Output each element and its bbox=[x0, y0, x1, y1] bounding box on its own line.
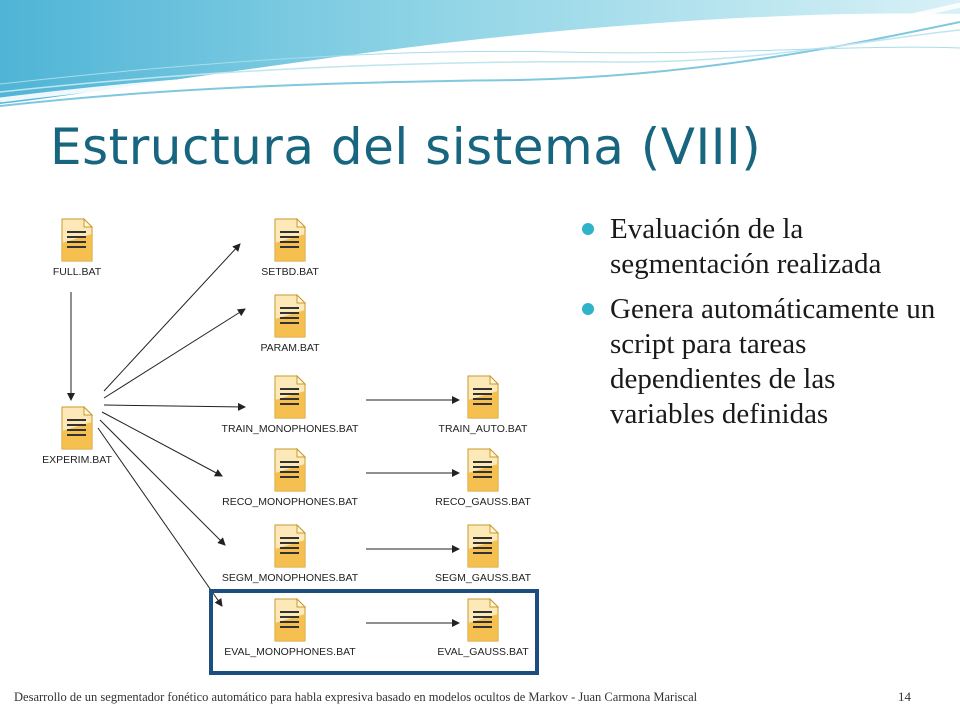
bullet-text: Evaluación de la segmentación realizada bbox=[610, 213, 882, 280]
file-label: SEGM_MONOPHONES.BAT bbox=[221, 572, 359, 584]
file-label: TRAIN_AUTO.BAT bbox=[438, 423, 528, 435]
file-label: FULL.BAT bbox=[52, 266, 102, 278]
bullet-item: Evaluación de la segmentación realizada bbox=[582, 212, 942, 282]
slide-title: Estructura del sistema (VIII) bbox=[50, 118, 762, 176]
file-icon bbox=[274, 375, 307, 419]
file-icon bbox=[467, 375, 500, 419]
file-label: RECO_GAUSS.BAT bbox=[435, 496, 531, 508]
file-label: EXPERIM.BAT bbox=[42, 454, 112, 466]
file-icon bbox=[274, 448, 307, 492]
file-icon bbox=[467, 524, 500, 568]
file-label: TRAIN_MONOPHONES.BAT bbox=[221, 423, 359, 435]
file-label: SEGM_GAUSS.BAT bbox=[434, 572, 532, 584]
edge-experim-segm_mono bbox=[99, 419, 226, 546]
file-icon bbox=[274, 524, 307, 568]
file-label: EVAL_GAUSS.BAT bbox=[437, 646, 529, 658]
header-waves bbox=[0, 0, 960, 107]
edge-experim-setbd bbox=[103, 243, 241, 392]
file-icon bbox=[61, 218, 94, 262]
file-label: PARAM.BAT bbox=[260, 342, 320, 354]
file-label: SETBD.BAT bbox=[261, 266, 319, 278]
file-icon bbox=[467, 598, 500, 642]
eval-highlight-box bbox=[209, 589, 539, 675]
bullet-list: Evaluación de la segmentación realizada … bbox=[582, 212, 942, 442]
edge-experim-train_mono bbox=[103, 402, 246, 411]
bullet-dot bbox=[582, 223, 594, 235]
file-icon bbox=[467, 448, 500, 492]
file-label: EVAL_MONOPHONES.BAT bbox=[224, 646, 356, 658]
bullet-item: Genera automáticamente un script para ta… bbox=[582, 292, 942, 432]
file-icon bbox=[274, 218, 307, 262]
page-number: 14 bbox=[898, 689, 911, 704]
bullet-text: Genera automáticamente un script para ta… bbox=[610, 293, 936, 430]
edge-experim-eval_mono bbox=[97, 427, 223, 607]
file-icon bbox=[274, 598, 307, 642]
edge-experim-reco_mono bbox=[101, 411, 223, 477]
bullet-dot bbox=[582, 303, 594, 315]
file-label: RECO_MONOPHONES.BAT bbox=[222, 496, 358, 508]
file-icon bbox=[61, 406, 94, 450]
file-icon bbox=[274, 294, 307, 338]
edge-experim-param bbox=[103, 308, 246, 399]
footer-text: Desarrollo de un segmentador fonético au… bbox=[14, 690, 698, 704]
